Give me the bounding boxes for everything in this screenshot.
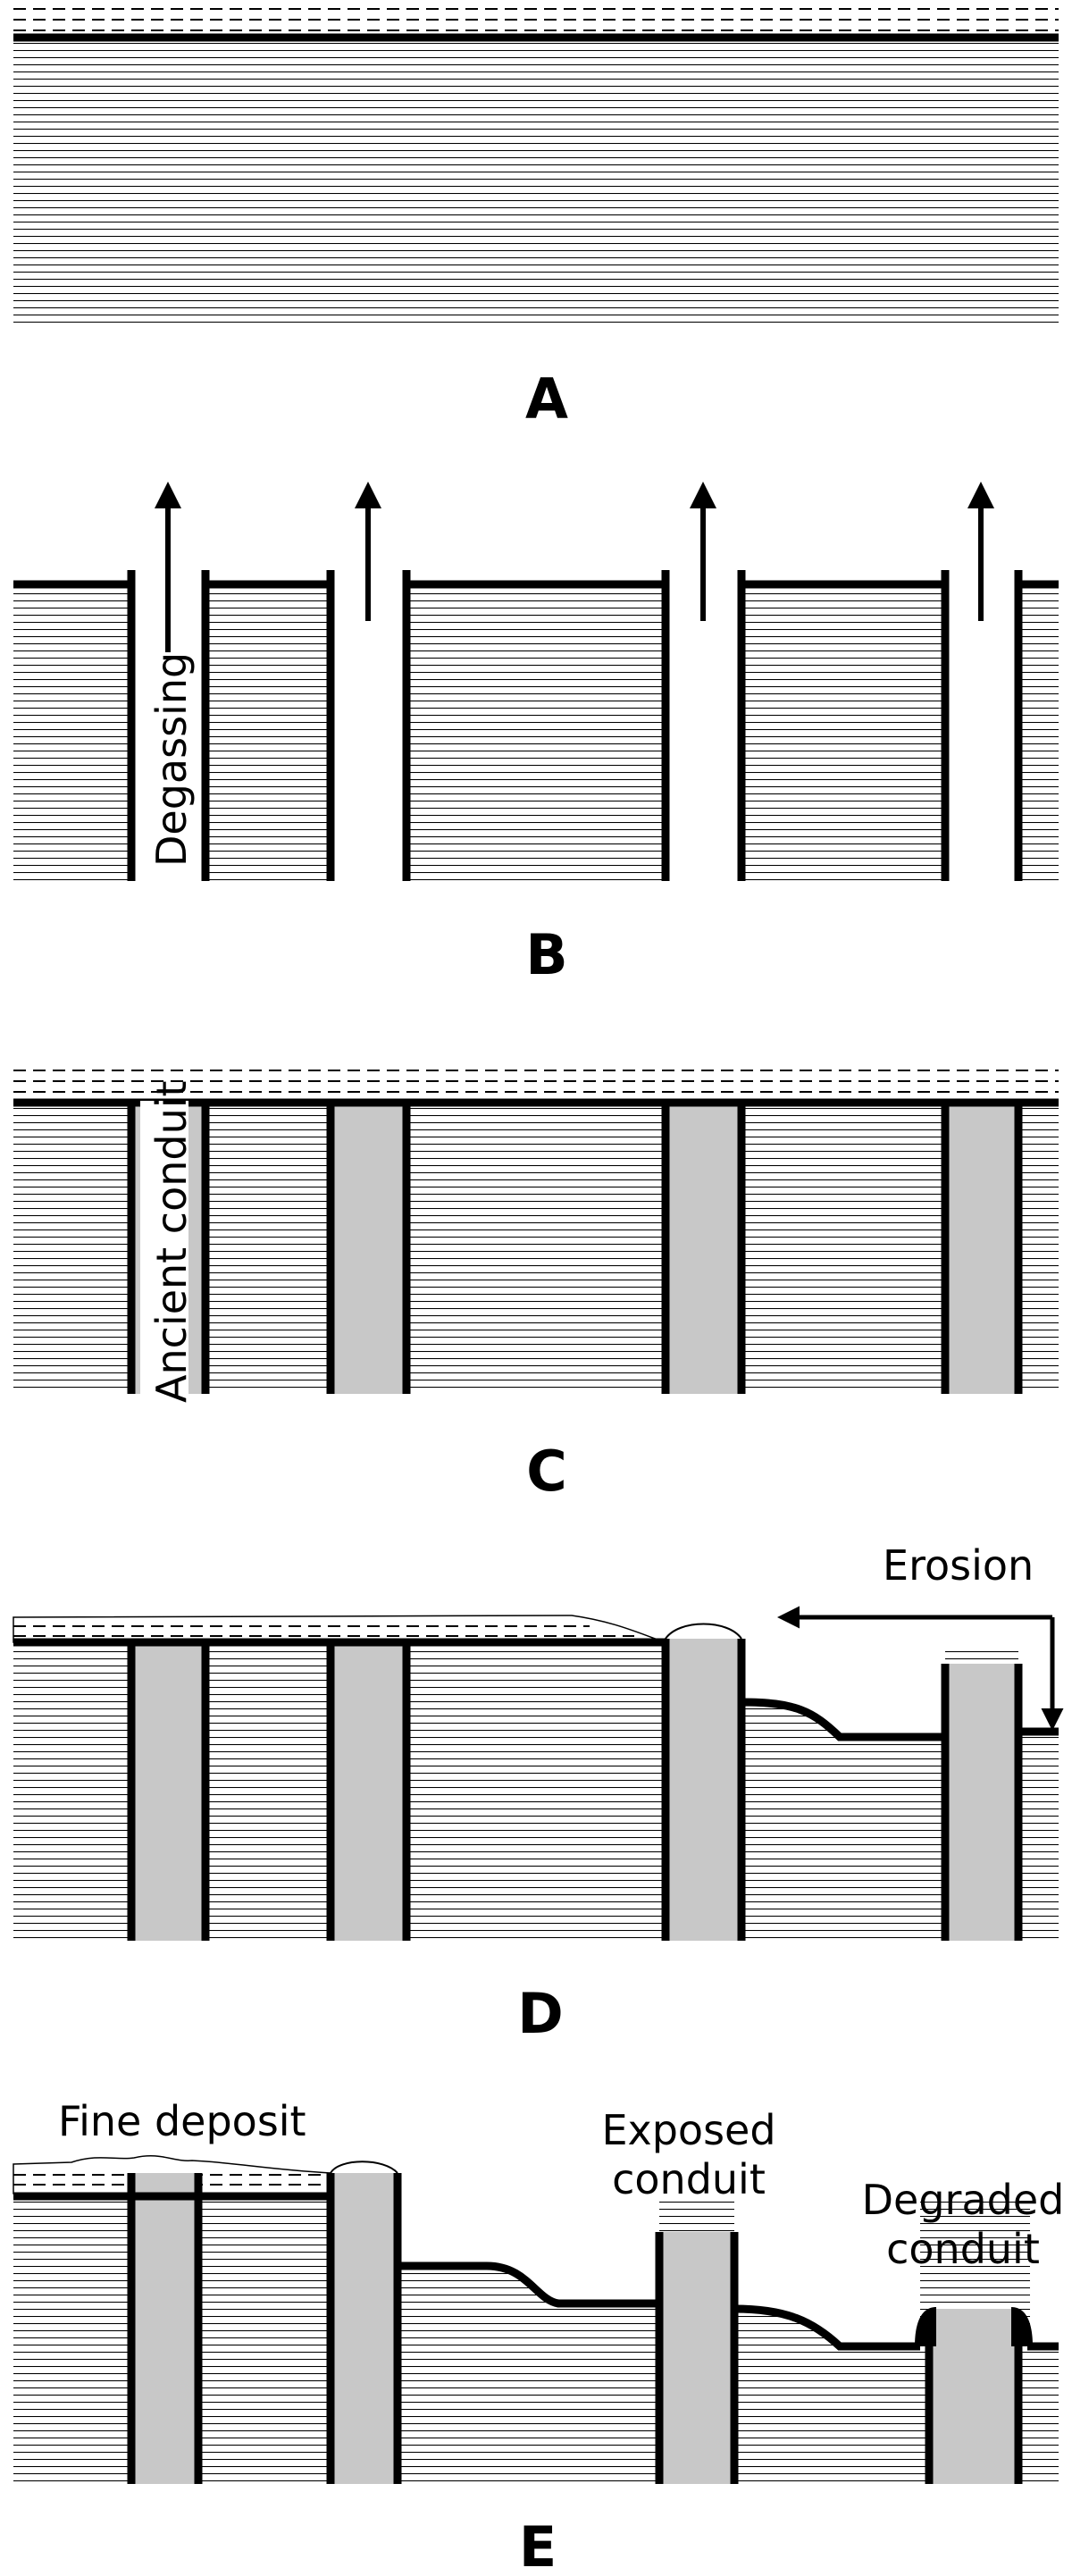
panel-letter-d: D [517,1981,563,2046]
panel-c: Ancient conduit C [13,1066,1059,1504]
exposed-conduit-label-line1: Exposed [601,2106,775,2154]
strata-block [741,586,945,881]
panel-d: Erosion D [13,1541,1064,2046]
degraded-rim [1011,2307,1033,2346]
conduit-fills [131,1639,1018,1941]
panel-letter-a: A [525,366,568,432]
degraded-conduit-label-line2: conduit [886,2225,1040,2273]
degraded-rim [915,2307,936,2346]
conduit-walls [127,1099,1023,1394]
panel-a: A [13,0,1059,432]
conduit-walls [127,1639,1023,1941]
strata-block [13,586,131,881]
degraded-conduit-label-line1: Degraded [862,2176,1065,2224]
crust-surface [13,1638,1059,1741]
strata-block [13,39,1059,327]
erosion-label: Erosion [883,1541,1034,1590]
degassing-arrows [155,482,994,652]
crust-surface [13,2192,1059,2351]
strata-block [205,586,331,881]
sediment-layer [13,0,1059,34]
panel-e: Fine deposit Exposed conduit Degraded co… [13,2097,1064,2576]
strata-block [406,586,666,881]
degassing-label: Degassing [147,652,196,867]
erosion-arrow [777,1606,1064,1731]
exposed-conduit-label-line2: conduit [612,2155,766,2203]
conduit-walls [127,570,1023,881]
panel-letter-c: C [526,1439,567,1504]
ancient-conduit-label: Ancient conduit [147,1080,196,1403]
sediment-layer [13,1066,1059,1100]
strata-block [1018,586,1059,881]
fine-deposit-label: Fine deposit [58,2097,306,2145]
panel-b: Degassing B [13,482,1059,987]
conduit-fills [131,2173,1015,2484]
panel-letter-b: B [525,922,567,987]
panel-letter-e: E [519,2514,557,2576]
